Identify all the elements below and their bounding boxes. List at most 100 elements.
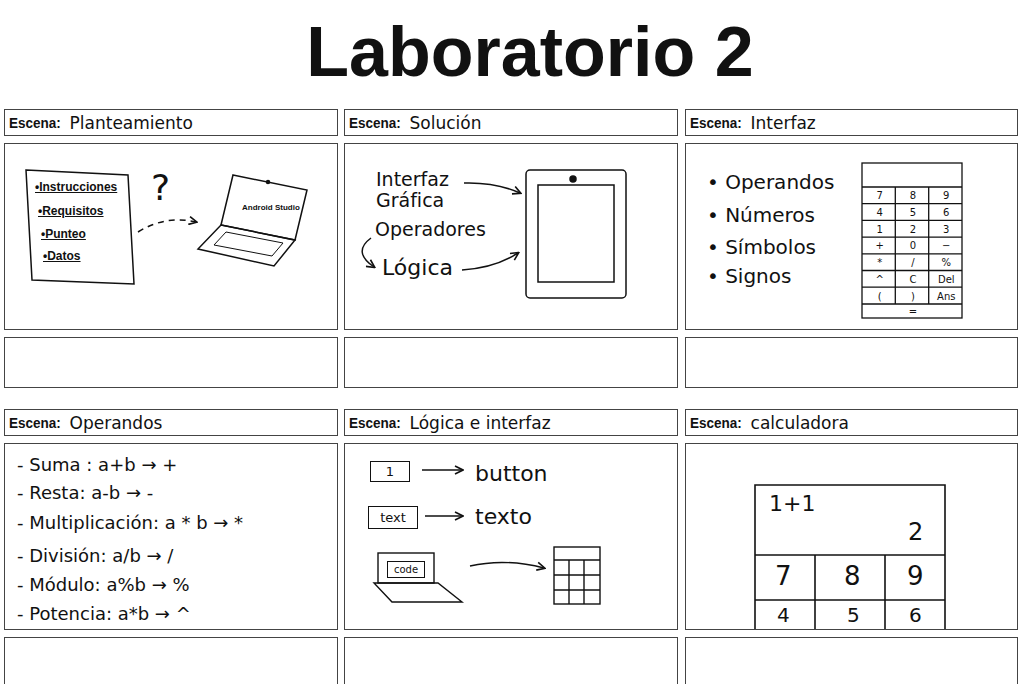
panel-text: 5: [896, 205, 929, 222]
scene-name: Operandos: [70, 413, 163, 433]
grid-line: [554, 574, 600, 575]
laptop-screen: [378, 553, 434, 583]
scene-header: Escena: Interfaz: [685, 109, 1018, 136]
panel-text: 8: [844, 562, 861, 592]
panel-text: Del: [930, 272, 963, 289]
caption-box: [345, 638, 678, 684]
panel-text: 9: [930, 188, 963, 205]
box-text: text: [380, 510, 406, 525]
panel-text: 7: [863, 188, 896, 205]
scene-header: Escena:calculadora: [685, 409, 1018, 436]
scene-name: Interfaz: [751, 113, 816, 133]
panel-text: =: [863, 305, 963, 319]
caption-box: [5, 338, 338, 388]
panel-text: C: [896, 272, 929, 289]
box-text: code: [394, 564, 418, 575]
panel-text: • Operandos: [707, 171, 834, 194]
panel-text: %: [930, 255, 963, 272]
arrow: [425, 515, 462, 516]
dashed-arrow: [138, 220, 196, 232]
panel-text: 9: [907, 562, 924, 592]
panel-text: Lógica: [382, 255, 453, 280]
tablet-screen: [538, 185, 614, 282]
scene-header: Escena: Solución: [344, 109, 678, 136]
grid-line: [568, 560, 569, 604]
tablet-body: [526, 170, 626, 298]
panel-text: Ans: [930, 288, 963, 305]
grid-line: [862, 203, 962, 204]
panel-text: 8: [896, 188, 929, 205]
grid-line: [862, 303, 962, 304]
panel-text: - División: a/b → /: [17, 546, 173, 567]
grid-line: [862, 287, 962, 288]
arrow: [470, 562, 544, 568]
scene-name: calculadora: [751, 413, 849, 433]
panel-text: 0: [896, 238, 929, 255]
panel-text: Interfaz Gráfica: [376, 169, 476, 211]
panel-text: 3: [930, 221, 963, 238]
grid-line: [895, 187, 896, 304]
panel-text: • Números: [707, 204, 815, 227]
small-box: 1: [370, 461, 410, 482]
panel-text: 4: [863, 205, 896, 222]
arrow: [464, 183, 520, 193]
scene-label: Escena:: [349, 114, 401, 131]
panel-text: 1+1: [769, 491, 815, 516]
scene-name: Planteamiento: [70, 113, 193, 133]
scene-panel: • Operandos• Números• Símbolos• Signos78…: [685, 143, 1018, 330]
panel-text: ^: [863, 272, 896, 289]
arrow: [422, 469, 462, 470]
panel-text: texto: [475, 504, 532, 529]
panel-text: 2: [908, 519, 923, 547]
scene5-art: [374, 470, 600, 604]
panel-text: •Instrucciones: [35, 181, 117, 195]
small-box: text: [368, 506, 418, 529]
arrow: [462, 253, 518, 270]
caption-boxes: [5, 338, 1018, 684]
panel-text: 5: [847, 604, 860, 627]
scene-header: Escena: Lógica e interfaz: [344, 409, 678, 436]
scene-header: Escena: Operandos: [4, 409, 338, 436]
grid-line: [583, 560, 584, 604]
panel-text: - Potencia: a*b → ^: [17, 604, 191, 625]
arrow: [362, 238, 374, 267]
scene-panel: Interfaz GráficaOperadoresLógica: [344, 143, 678, 330]
panel-text: •Requisitos: [38, 205, 104, 219]
scene-label: Escena:: [690, 114, 742, 131]
panel-text: 1: [863, 221, 896, 238]
panel-text: Operadores: [375, 219, 486, 241]
panel-text: button: [475, 461, 548, 486]
caption-box: [686, 638, 1018, 684]
scene-name: Solución: [410, 113, 482, 133]
grid-line: [884, 555, 886, 629]
panel-text: •Datos: [43, 250, 81, 264]
panel-text: 6: [930, 205, 963, 222]
panel-text: - Módulo: a%b → %: [17, 575, 190, 596]
panel-text: +: [863, 238, 896, 255]
calculator-body: [862, 163, 962, 318]
caption-box: [345, 338, 678, 388]
calculator-body: [755, 485, 945, 629]
paper-sheet: [26, 170, 134, 284]
grid-line: [862, 186, 962, 187]
panel-text: (: [863, 288, 896, 305]
panel-text: Android Studio: [242, 203, 300, 212]
small-box: code: [387, 561, 425, 578]
scene-header: Escena:Planteamiento: [4, 109, 338, 136]
grid-line: [862, 270, 962, 271]
laptop-base: [198, 225, 295, 266]
scene-label: Escena:: [349, 414, 401, 431]
grid-line: [862, 220, 962, 221]
grid-line: [554, 589, 600, 590]
caption-box: [5, 638, 338, 684]
panel-text: - Suma : a+b → +: [17, 455, 177, 476]
scene-panel: 1+12789456: [685, 443, 1018, 630]
title: Laboratorio 2: [0, 14, 1024, 91]
panel-text: 7: [775, 562, 792, 592]
scene-name: Lógica e interfaz: [410, 413, 551, 433]
scene-label: Escena:: [9, 414, 61, 431]
scene3-calculator: [862, 163, 962, 318]
grid-line: [862, 236, 962, 237]
panel-text: 2: [896, 221, 929, 238]
